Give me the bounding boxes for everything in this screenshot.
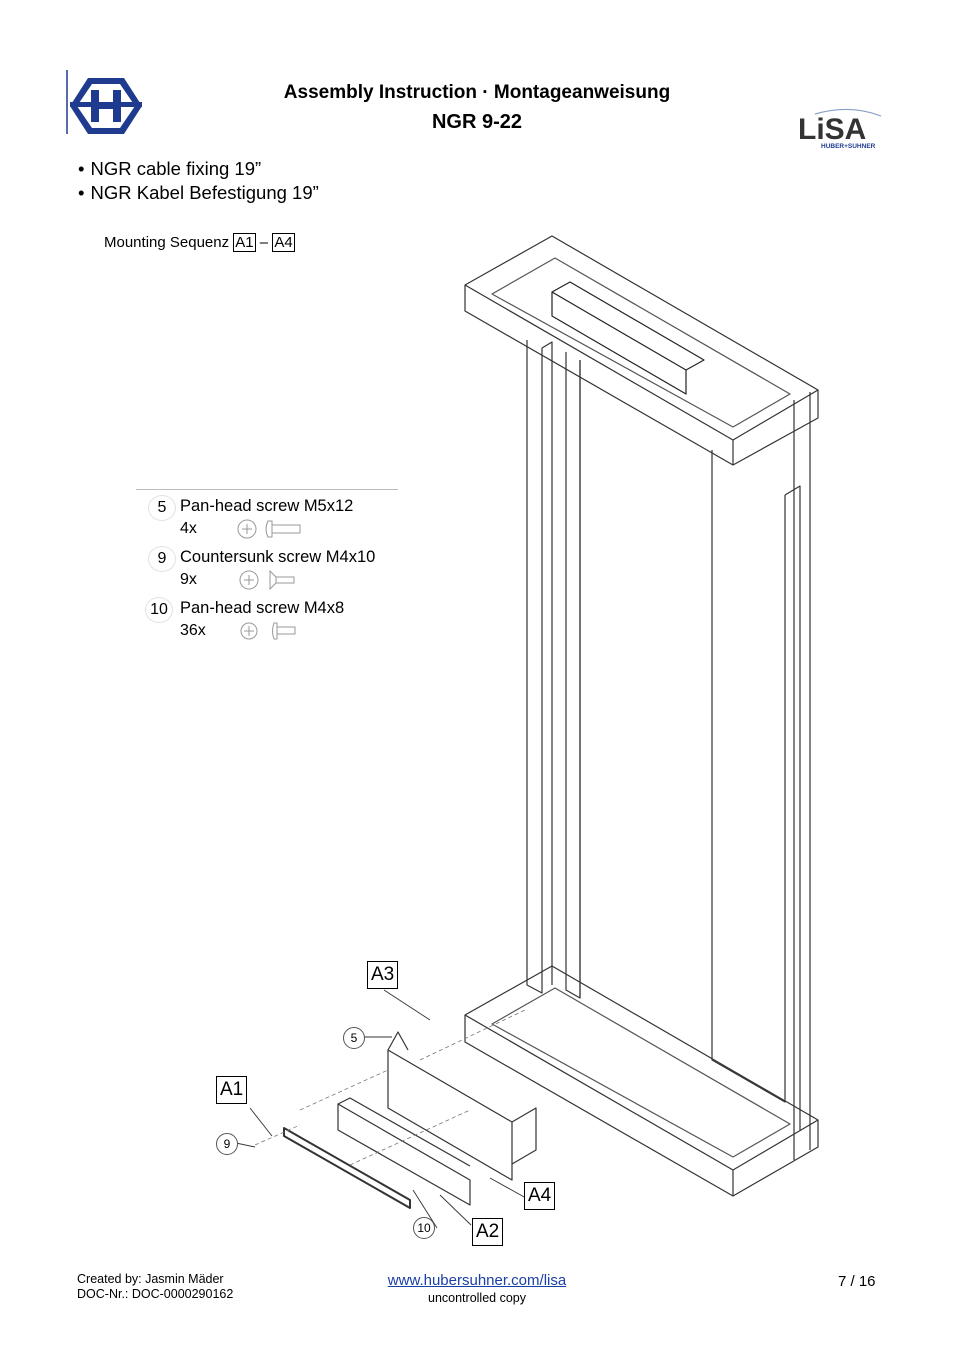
footer-note: uncontrolled copy <box>428 1291 526 1305</box>
document-subtitle: NGR 9-22 <box>431 111 523 133</box>
callout-a1: A1 <box>216 1076 248 1104</box>
callout-a4: A4 <box>524 1182 556 1210</box>
countersunk-screw-icon <box>239 569 295 591</box>
part-number: 5 <box>148 495 176 521</box>
sequence-label: Mounting Sequenz <box>104 234 230 251</box>
pan-head-screw-icon <box>237 519 301 539</box>
lisa-logo: LiSA HUBER+SUHNER <box>798 108 882 150</box>
part-number: 9 <box>148 546 176 572</box>
part-quantity: 4x <box>180 520 197 537</box>
lisa-logo-text: LiSA <box>798 113 866 146</box>
page-number: 7 / 16 <box>838 1273 876 1290</box>
document-title: Assembly Instruction · Montageanweisung <box>283 82 671 103</box>
lisa-logo-subtext: HUBER+SUHNER <box>821 143 876 150</box>
callout-a2: A2 <box>472 1218 504 1246</box>
sequence-from: A1 <box>233 233 256 252</box>
footer-center: www.hubersuhner.com/lisa uncontrolled co… <box>0 1272 954 1305</box>
bullet-en: NGR cable fixing 19” <box>78 158 261 180</box>
footer-doc-number: DOC-Nr.: DOC-0000290162 <box>77 1287 234 1301</box>
part-number: 10 <box>145 597 173 623</box>
huber-suhner-logo <box>66 70 142 134</box>
footer-created: Created by: Jasmin Mäder <box>77 1272 224 1286</box>
mounting-sequence: Mounting Sequenz A1 – A4 <box>104 233 295 252</box>
sequence-dash: – <box>259 234 269 251</box>
part-quantity: 9x <box>180 571 197 588</box>
bullet-de: NGR Kabel Befestigung 19” <box>78 182 318 204</box>
footer-website-link[interactable]: www.hubersuhner.com/lisa <box>387 1272 567 1289</box>
part-name: Pan-head screw M4x8 <box>180 599 345 617</box>
parts-divider <box>136 489 398 490</box>
callout-9: 9 <box>216 1133 238 1155</box>
footer-meta: Created by: Jasmin Mäder DOC-Nr.: DOC-00… <box>77 1272 233 1302</box>
part-name: Pan-head screw M5x12 <box>180 497 354 515</box>
callout-10: 10 <box>413 1217 435 1239</box>
part-quantity: 36x <box>180 622 206 639</box>
callout-a3: A3 <box>367 961 399 989</box>
part-name: Countersunk screw M4x10 <box>180 548 376 566</box>
sequence-to: A4 <box>272 233 295 252</box>
callout-5: 5 <box>343 1027 365 1049</box>
pan-head-screw-icon <box>240 622 296 640</box>
